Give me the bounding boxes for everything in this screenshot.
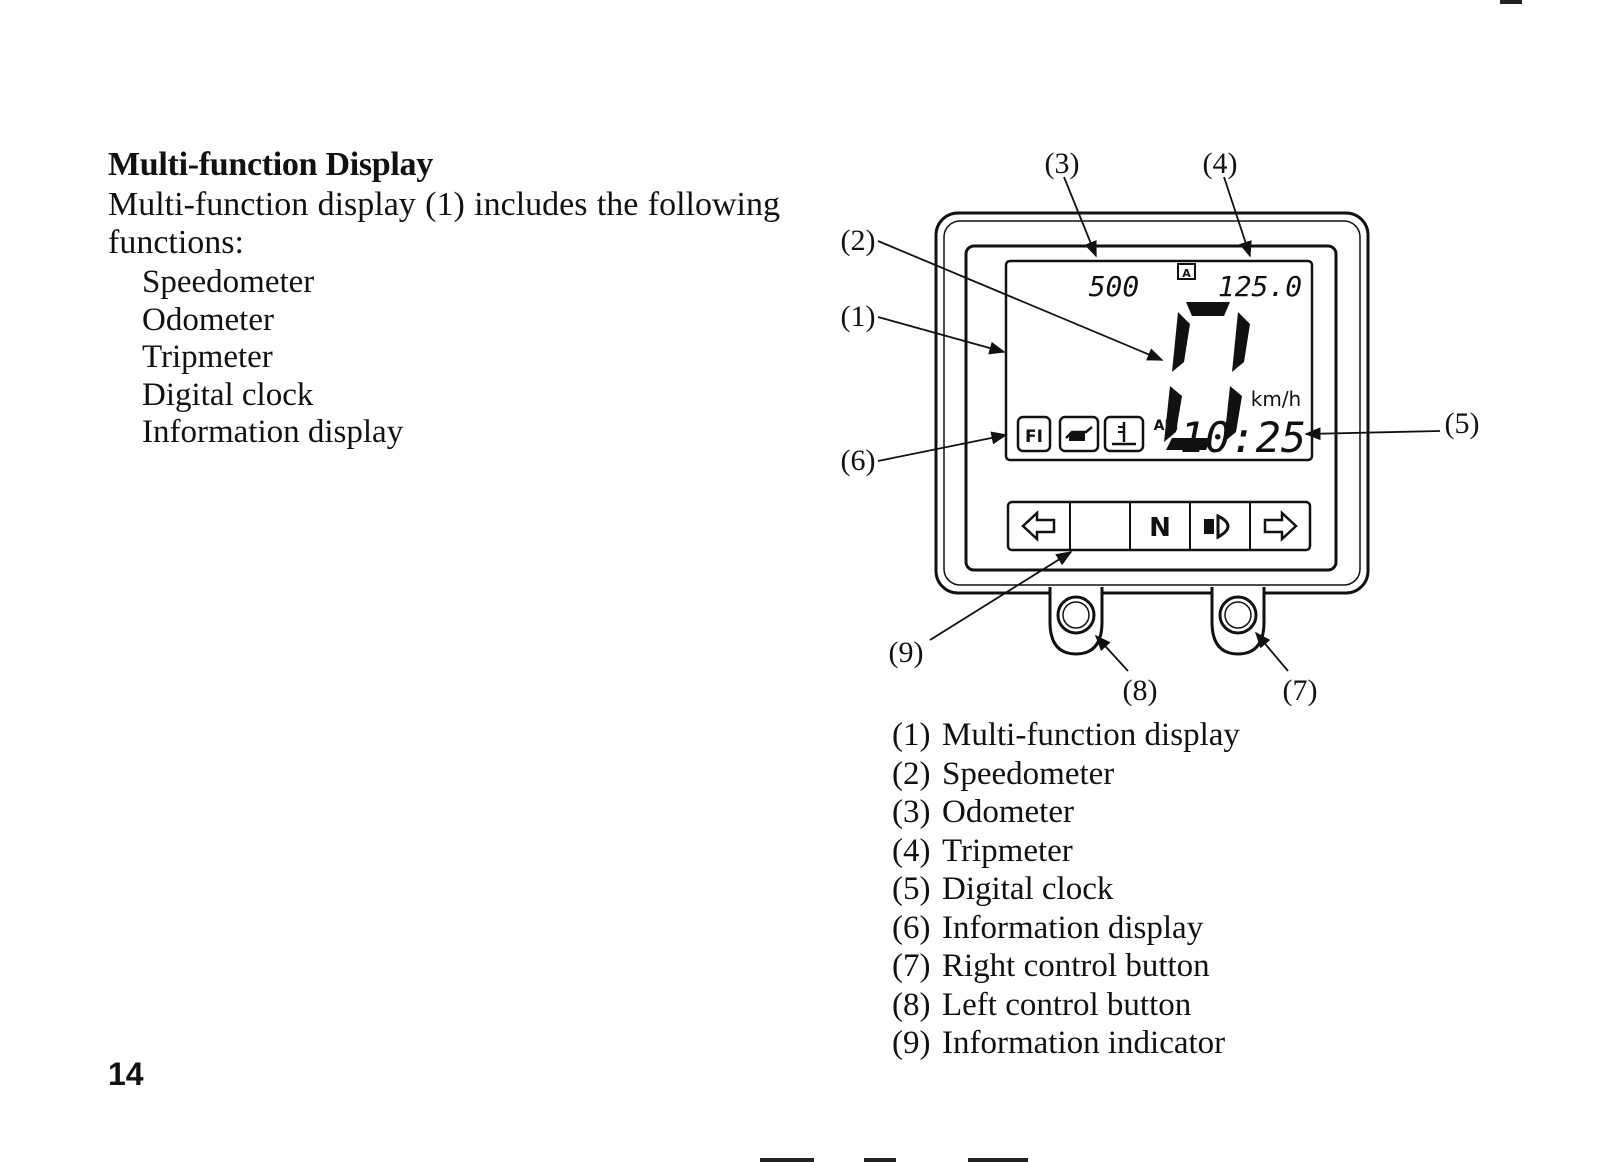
legend-label: Tripmeter (942, 832, 1073, 869)
figure-legend: (1) Multi-function display (2) Speedometer… (892, 716, 1240, 1063)
high-beam-icon (1204, 513, 1230, 540)
display-diagram: 500 A 125.0 km/h FI AM 10:25 N (841, 147, 1480, 707)
callout-1: (1) (841, 300, 876, 333)
top-right-mark (1500, 0, 1522, 4)
legend-label: Digital clock (942, 871, 1114, 907)
callout-3: (3) (1045, 147, 1080, 180)
legend-label: Multi-function display (942, 717, 1240, 753)
callout-5: (5) (1445, 407, 1480, 440)
right-control-button[interactable] (1210, 587, 1266, 656)
right-turn-signal-icon (1263, 510, 1298, 542)
legend-number: (2) (892, 755, 931, 792)
bottom-mark (760, 1158, 814, 1162)
legend-number: (9) (892, 1025, 931, 1061)
meter-face (964, 244, 1338, 572)
callout-8: (8) (1123, 674, 1158, 707)
function-item: Tripmeter (142, 339, 273, 375)
legend-label: Odometer (942, 794, 1074, 830)
clock-readout: 10:25 (1180, 413, 1306, 462)
left-control-button[interactable] (1048, 587, 1104, 656)
legend-number: (5) (892, 871, 931, 907)
odometer-readout: 500 (1089, 270, 1140, 303)
fi-indicator: FI (1016, 415, 1052, 453)
oil-pressure-icon (1058, 415, 1100, 453)
tripmeter-readout: 125.0 (1218, 270, 1302, 303)
legend-number: (7) (892, 948, 931, 984)
trip-a-icon (1177, 263, 1196, 280)
legend-item: (7) Right control button (892, 947, 1240, 986)
bottom-mark (864, 1158, 896, 1162)
legend-label: Speedometer (942, 755, 1115, 792)
legend-label: Information display (942, 909, 1204, 946)
speed-unit: km/h (1251, 387, 1301, 411)
fi-label: FI (1025, 427, 1043, 447)
legend-item: (9) Information indicator (892, 1024, 1240, 1063)
legend-number: (6) (892, 909, 931, 946)
callout-4: (4) (1203, 147, 1238, 180)
legend-item: (3) Odometer (892, 793, 1240, 832)
coolant-temperature-icon (1103, 415, 1145, 453)
meter-bezel (943, 220, 1361, 586)
legend-item: (4) Tripmeter (892, 832, 1240, 871)
callout-7: (7) (1283, 674, 1318, 707)
legend-number: (8) (892, 986, 931, 1023)
legend-item: (6) Information display (892, 909, 1240, 948)
callout-6: (6) (841, 444, 876, 477)
neutral-label: N (1149, 513, 1171, 543)
legend-label: Right control button (942, 948, 1210, 984)
callout-9: (9) (889, 636, 924, 669)
neutral-indicator: N (1149, 513, 1171, 543)
legend-number: (4) (892, 832, 931, 869)
callout-2: (2) (841, 224, 876, 257)
legend-number: (1) (892, 717, 931, 753)
function-item: Digital clock (142, 376, 314, 413)
speed-digit (1164, 302, 1250, 450)
function-item: Information display (142, 414, 404, 450)
legend-label: Left control button (942, 986, 1192, 1023)
function-item: Odometer (142, 301, 274, 338)
legend-item: (8) Left control button (892, 986, 1240, 1025)
legend-item: (1) Multi-function display (892, 716, 1240, 755)
legend-item: (2) Speedometer (892, 755, 1240, 794)
clock-period: AM (1154, 418, 1179, 434)
left-turn-signal-icon (1021, 510, 1056, 542)
legend-item: (5) Digital clock (892, 870, 1240, 909)
section-title: Multi-function Display (108, 146, 433, 183)
function-item: Speedometer (142, 264, 315, 300)
bottom-mark (968, 1158, 1028, 1162)
intro-paragraph: Multi-function display (1) includes the … (108, 186, 780, 261)
indicator-strip (1006, 500, 1312, 552)
legend-number: (3) (892, 794, 931, 830)
page-number: 14 (108, 1056, 144, 1092)
function-list: Speedometer Odometer Tripmeter Digital c… (142, 264, 403, 452)
trip-a-label: A (1182, 267, 1191, 280)
legend-label: Information indicator (942, 1025, 1226, 1061)
